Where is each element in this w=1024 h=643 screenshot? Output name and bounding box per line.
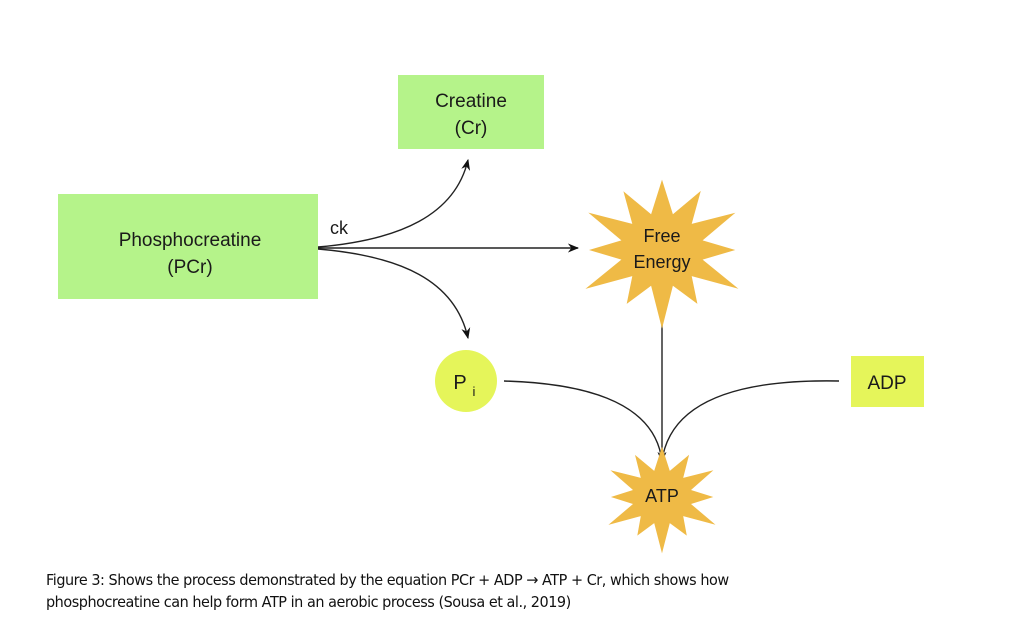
edge-pi-to-atp [503, 380, 662, 456]
node-creatine: Creatine (Cr) [398, 75, 544, 149]
figure-caption-line1: Figure 3: Shows the process demonstrated… [46, 571, 729, 589]
node-phosphocreatine: Phosphocreatine (PCr) [58, 194, 318, 299]
node-free-energy-line1: Free [643, 226, 680, 246]
edge-pcr-to-pi [317, 248, 471, 340]
node-free-energy: Free Energy [585, 179, 739, 329]
node-atp: ATP [608, 446, 716, 554]
node-adp-label: ADP [867, 373, 906, 394]
node-inorganic-phosphate: P i [435, 350, 497, 412]
figure-caption: Figure 3: Shows the process demonstrated… [46, 569, 883, 613]
node-creatine-label: Creatine [435, 91, 507, 112]
node-creatine-abbrev: (Cr) [455, 118, 488, 139]
node-phosphocreatine-label: Phosphocreatine [119, 230, 262, 251]
node-free-energy-line2: Energy [633, 252, 690, 272]
figure-caption-line2: phosphocreatine can help form ATP in an … [46, 593, 571, 611]
edge-adp-to-atp [662, 380, 840, 456]
node-adp: ADP [851, 356, 924, 407]
edge-pcr-to-creatine [317, 158, 471, 248]
node-phosphocreatine-abbrev: (PCr) [167, 257, 212, 278]
node-pi-subscript: i [473, 384, 476, 399]
node-atp-label: ATP [645, 486, 679, 506]
enzyme-label-ck: ck [330, 218, 349, 238]
node-pi-label: P [453, 372, 466, 394]
